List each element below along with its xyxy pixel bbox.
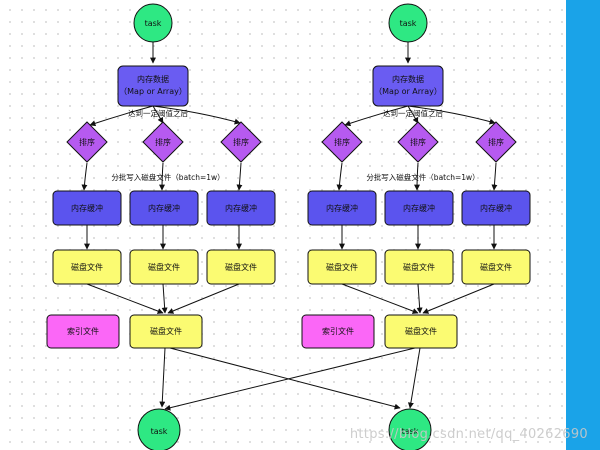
edge-disk3-to-merged — [422, 283, 495, 314]
disk-file-node-2 — [129, 249, 199, 285]
memory-buffer-label: 内存缓冲 — [480, 203, 512, 213]
memory-buffer-node-1 — [52, 190, 122, 226]
sort-node-2 — [142, 121, 184, 163]
edge-disk1-to-merged — [86, 283, 164, 314]
index-file-node — [46, 314, 120, 349]
disk-file-node-3 — [461, 249, 531, 285]
edge-disk2-to-merged — [161, 283, 168, 314]
memory-data-node — [117, 65, 189, 107]
edge-sort3-to-buffer3 — [236, 162, 243, 191]
task-node-top-left — [133, 3, 173, 43]
task-label: task — [400, 19, 417, 28]
left-flow: task 内存数据 （Map or Array） 达到一定阈值之后 排序 排序 … — [46, 3, 401, 450]
index-file-label: 索引文件 — [322, 326, 354, 336]
edge-disk1-to-merged — [341, 283, 419, 314]
disk-file-node-1 — [52, 249, 122, 285]
merged-disk-file-label: 磁盘文件 — [405, 326, 437, 336]
sort-label: 排序 — [410, 137, 426, 147]
sort-label: 排序 — [334, 137, 350, 147]
memory-data-label: 内存数据 — [392, 74, 424, 84]
memory-buffer-node-3 — [206, 190, 276, 226]
memory-buffer-label: 内存缓冲 — [71, 203, 103, 213]
batch-label: 分批写入磁盘文件（batch=1w） — [111, 172, 224, 182]
task-label: task — [151, 427, 168, 436]
sort-node-3 — [475, 121, 517, 163]
batch-label: 分批写入磁盘文件（batch=1w） — [366, 172, 479, 182]
disk-file-node-2 — [384, 249, 454, 285]
edge-memory-to-sort1 — [344, 105, 409, 127]
edge-sort1-to-buffer1 — [336, 162, 343, 191]
edge-sort2-to-buffer2 — [414, 162, 421, 191]
disk-file-label: 磁盘文件 — [403, 262, 435, 272]
disk-file-label: 磁盘文件 — [225, 262, 257, 272]
disk-file-node-3 — [206, 249, 276, 285]
merged-disk-file-label: 磁盘文件 — [150, 326, 182, 336]
memory-data-sublabel: （Map or Array） — [374, 87, 442, 96]
memory-data-node — [372, 65, 444, 107]
edge-right-merged-to-right-task — [407, 347, 421, 409]
task-node-bottom-right — [388, 408, 432, 450]
disk-file-node-1 — [307, 249, 377, 285]
edge-memory-to-sort2 — [407, 105, 419, 124]
right-flow: task 内存数据 （Map or Array） 达到一定阈值之后 排序 排序 … — [164, 3, 531, 450]
disk-file-label: 磁盘文件 — [148, 262, 180, 272]
edge-memory-to-sort1 — [89, 105, 154, 127]
watermark: https://blog.csdn.net/qq_40262690 — [349, 427, 588, 442]
disk-file-label: 磁盘文件 — [480, 262, 512, 272]
flow-diagram: task 内存数据 （Map or Array） 达到一定阈值之后 排序 排序 … — [46, 3, 531, 450]
index-file-label: 索引文件 — [67, 326, 99, 336]
side-bar — [566, 0, 600, 450]
memory-buffer-node-2 — [384, 190, 454, 226]
memory-buffer-node-3 — [461, 190, 531, 226]
edge-left-merged-to-right-task — [169, 347, 401, 410]
threshold-label: 达到一定阈值之后 — [383, 108, 443, 118]
sort-node-3 — [220, 121, 262, 163]
memory-data-label: 内存数据 — [137, 74, 169, 84]
edge-left-merged-to-left-task — [159, 347, 166, 408]
edge-sort2-to-buffer2 — [159, 162, 166, 191]
task-node-top-right — [388, 3, 428, 43]
left-edges — [81, 42, 401, 410]
merged-disk-file-node — [129, 314, 203, 349]
task-label: task — [145, 19, 162, 28]
edge-disk2-to-merged — [416, 283, 423, 314]
sort-label: 排序 — [79, 137, 95, 147]
edge-right-merged-to-left-task — [164, 347, 416, 411]
memory-data-sublabel: （Map or Array） — [119, 87, 187, 96]
memory-buffer-node-1 — [307, 190, 377, 226]
task-label: task — [402, 427, 419, 436]
memory-buffer-label: 内存缓冲 — [326, 203, 358, 213]
sort-label: 排序 — [488, 137, 504, 147]
edge-sort3-to-buffer3 — [491, 162, 498, 191]
sort-node-2 — [397, 121, 439, 163]
index-file-node — [301, 314, 375, 349]
sort-label: 排序 — [155, 137, 171, 147]
task-node-bottom-left — [137, 408, 181, 450]
sort-label: 排序 — [233, 137, 249, 147]
edge-memory-to-sort3 — [152, 105, 241, 125]
memory-buffer-label: 内存缓冲 — [148, 203, 180, 213]
edge-memory-to-sort2 — [152, 105, 164, 124]
edge-sort1-to-buffer1 — [81, 162, 88, 191]
merged-disk-file-node — [384, 314, 458, 349]
sort-node-1 — [66, 121, 108, 163]
edge-memory-to-sort3 — [407, 105, 496, 125]
memory-buffer-label: 内存缓冲 — [225, 203, 257, 213]
memory-buffer-node-2 — [129, 190, 199, 226]
sort-node-1 — [321, 121, 363, 163]
edge-disk3-to-merged — [167, 283, 240, 314]
memory-buffer-label: 内存缓冲 — [403, 203, 435, 213]
disk-file-label: 磁盘文件 — [71, 262, 103, 272]
threshold-label: 达到一定阈值之后 — [128, 108, 188, 118]
disk-file-label: 磁盘文件 — [326, 262, 358, 272]
right-edges — [164, 42, 498, 411]
